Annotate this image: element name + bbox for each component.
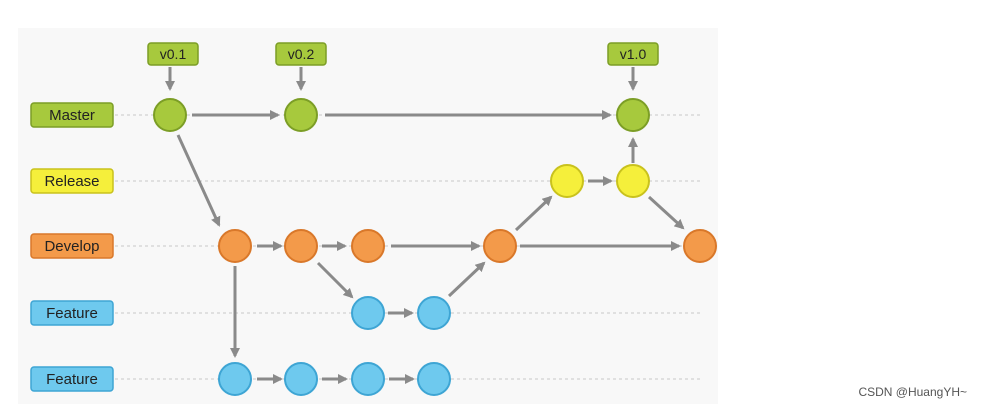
commit-feature2-1 (218, 362, 252, 396)
lane-label-feature-2-text: Feature (46, 371, 98, 388)
lane-label-master: Master (30, 102, 114, 128)
tag-v02: v0.2 (275, 42, 327, 91)
lane-labels: Master Release Develop Feature Feature (30, 102, 114, 392)
version-tags: v0.1 v0.2 v1.0 (147, 42, 659, 91)
commit-master-3 (616, 98, 650, 132)
commit-feature1-2 (417, 296, 451, 330)
commit-master-1 (153, 98, 187, 132)
commit-feature2-4 (417, 362, 451, 396)
tag-v01-text: v0.1 (160, 46, 187, 62)
lane-label-develop-text: Develop (44, 238, 99, 255)
watermark-text: CSDN @HuangYH~ (858, 385, 967, 399)
commit-feature2-3 (351, 362, 385, 396)
commit-develop-4 (483, 229, 517, 263)
lane-label-release: Release (30, 168, 114, 194)
commit-nodes (153, 98, 717, 396)
tag-v10: v1.0 (607, 42, 659, 91)
arrow-m1-d1 (176, 134, 221, 227)
commit-feature1-1 (351, 296, 385, 330)
flow-arrows (176, 110, 685, 384)
commit-release-2 (616, 164, 650, 198)
tag-v10-text: v1.0 (620, 46, 647, 62)
commit-develop-5 (683, 229, 717, 263)
lane-label-master-text: Master (49, 107, 95, 124)
commit-master-2 (284, 98, 318, 132)
lane-label-feature-1: Feature (30, 300, 114, 326)
commit-develop-1 (218, 229, 252, 263)
commit-develop-3 (351, 229, 385, 263)
lane-label-feature-2: Feature (30, 366, 114, 392)
lane-label-feature-1-text: Feature (46, 305, 98, 322)
lane-label-release-text: Release (44, 173, 99, 190)
diagram-background (18, 28, 718, 404)
tag-v01: v0.1 (147, 42, 199, 91)
arrow-d4-r1 (514, 195, 553, 232)
commit-release-1 (550, 164, 584, 198)
commit-feature2-2 (284, 362, 318, 396)
lane-label-develop: Develop (30, 233, 114, 259)
arrow-r2-d5 (647, 195, 685, 230)
arrow-f1b-d4 (447, 261, 486, 298)
arrow-d2-f1 (316, 261, 354, 299)
commit-develop-2 (284, 229, 318, 263)
tag-v02-text: v0.2 (288, 46, 315, 62)
